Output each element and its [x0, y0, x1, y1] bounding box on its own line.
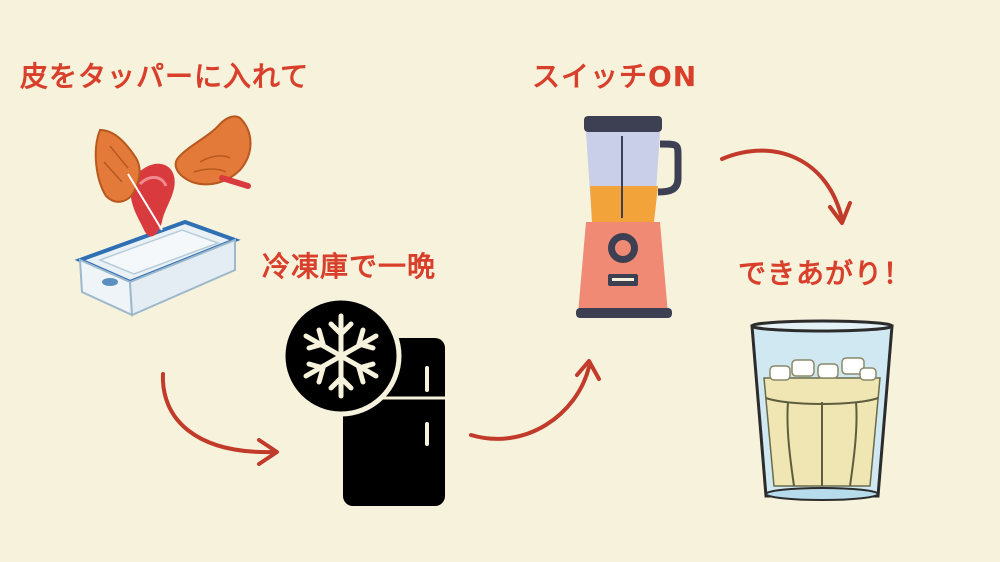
- blender-jar: [584, 116, 682, 222]
- step-4-label: できあがり！: [738, 257, 913, 290]
- arrow-1: [160, 372, 279, 466]
- step-2-label: 冷凍庫で一晩: [262, 250, 437, 283]
- blender-base: [576, 222, 672, 318]
- arrow-3: [720, 148, 852, 225]
- ice-cubes: [769, 357, 877, 381]
- glass: [750, 319, 894, 501]
- step-1-label: 皮をタッパーに入れて: [20, 60, 310, 93]
- freezer-snowflake-icon: [280, 295, 445, 506]
- snowflake-icon: [280, 295, 402, 417]
- right-hand: [174, 115, 252, 186]
- arrow-2: [469, 359, 601, 441]
- blender-icon: [576, 116, 682, 318]
- step-3-label: スイッチON: [532, 60, 698, 93]
- drink-glass-icon: [750, 319, 894, 501]
- hands-cutting-peel-into-container-icon: [74, 115, 252, 317]
- plastic-container: [74, 219, 241, 317]
- left-hand: [94, 128, 141, 203]
